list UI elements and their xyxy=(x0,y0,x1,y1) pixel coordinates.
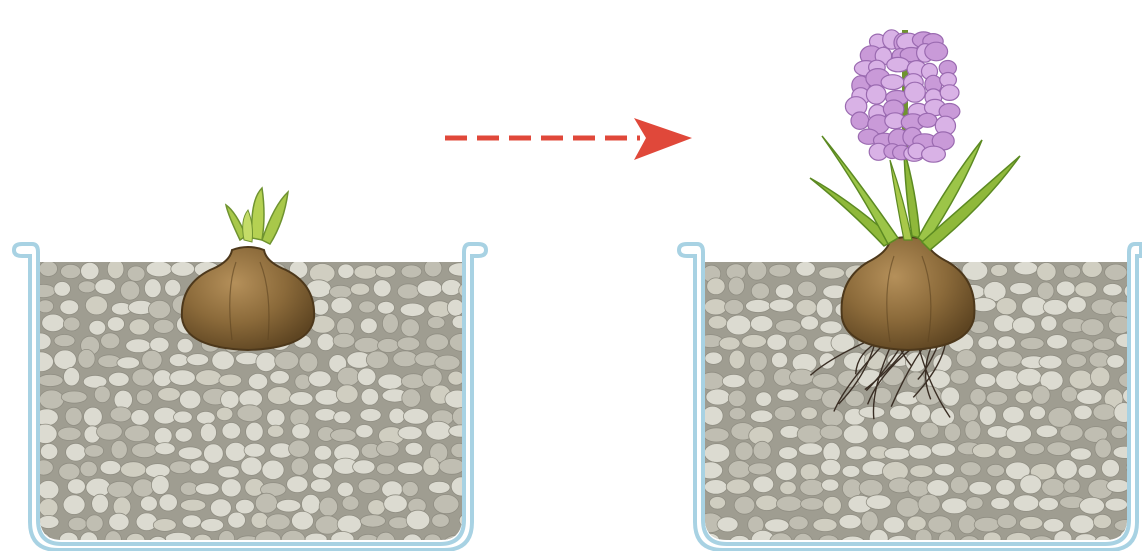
floret xyxy=(851,112,869,129)
floret xyxy=(905,82,926,102)
floret xyxy=(940,85,959,101)
floret xyxy=(918,113,937,127)
floret xyxy=(887,57,910,71)
hyacinth-flower xyxy=(845,30,960,162)
floret xyxy=(881,75,904,90)
stage-flowering xyxy=(679,30,1142,551)
florets xyxy=(845,30,960,162)
bulb-right xyxy=(842,237,975,350)
floret xyxy=(866,85,886,104)
sprout-left xyxy=(226,188,288,244)
transition-arrow xyxy=(445,118,692,160)
stage-sprouting xyxy=(14,188,486,551)
floret xyxy=(922,146,946,162)
arrow-head xyxy=(634,118,692,160)
floret xyxy=(925,42,948,61)
